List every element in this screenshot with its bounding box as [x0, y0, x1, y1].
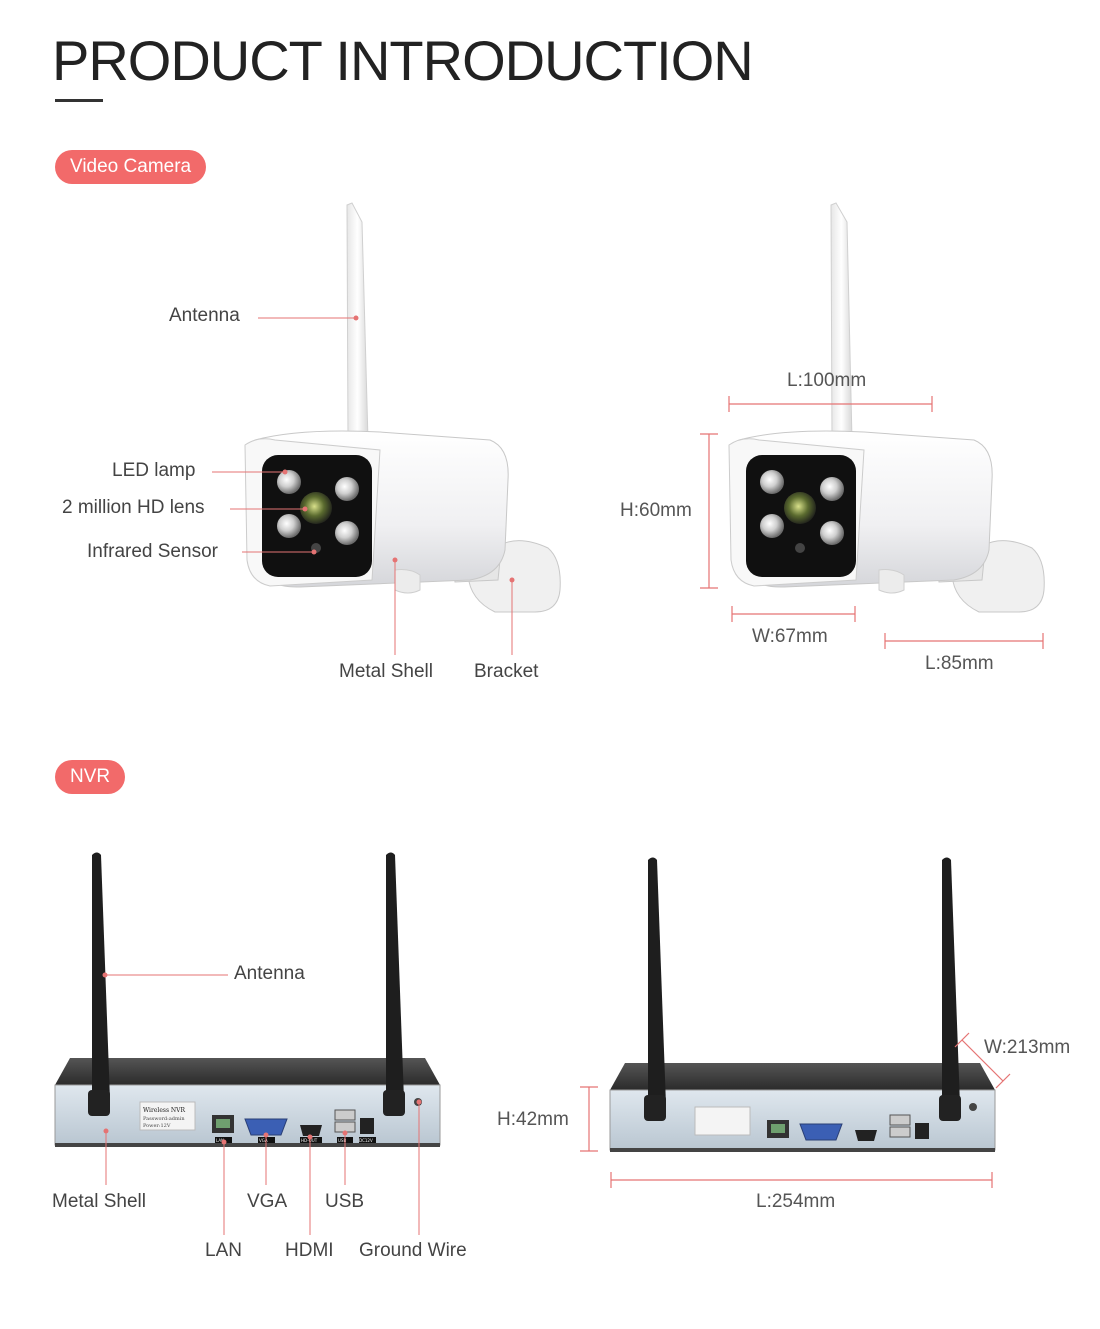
camera-left	[244, 202, 561, 613]
dc-port	[360, 1118, 374, 1134]
port-tag: LAN	[216, 1138, 224, 1143]
label-antenna: Antenna	[169, 305, 240, 326]
port-tag: DC12V	[359, 1138, 373, 1143]
label-metal-shell: Metal Shell	[339, 661, 433, 682]
label-bracket: Bracket	[474, 661, 539, 682]
nvr-dimension-width: W:213mm	[984, 1037, 1071, 1058]
nvr-sticker-line: Wireless NVR	[143, 1107, 186, 1114]
camera-dimension-lines	[700, 396, 1044, 649]
nvr-dimension-length: L:254mm	[756, 1191, 836, 1212]
nvr-label-antenna: Antenna	[234, 963, 305, 984]
hdmi-port	[300, 1125, 322, 1136]
nvr-dimension-height: H:42mm	[497, 1109, 569, 1130]
label-led-lamp: LED lamp	[112, 460, 196, 481]
camera-antenna	[346, 202, 369, 441]
nvr-callouts	[102, 972, 422, 1235]
title-underline	[55, 99, 103, 102]
nvr-sticker-line: Password:admin	[143, 1116, 185, 1122]
nvr-dimension-lines	[580, 1032, 1011, 1188]
port-tag: USB	[338, 1138, 346, 1143]
nvr-badge: NVR	[55, 760, 126, 794]
dimension-width: W:67mm	[752, 626, 828, 647]
dimension-length-bracket: L:85mm	[925, 653, 994, 674]
nvr-label-metal-shell: Metal Shell	[52, 1191, 146, 1212]
nvr-label-vga: VGA	[247, 1191, 288, 1212]
usb-port	[334, 1109, 356, 1121]
nvr-antenna-left	[92, 852, 110, 1100]
hd-lens-icon	[300, 492, 332, 524]
nvr-label-usb: USB	[325, 1191, 365, 1212]
nvr-label-lan: LAN	[205, 1240, 242, 1261]
nvr-antenna-right	[386, 852, 404, 1100]
port-tag: VGA	[259, 1138, 268, 1143]
vga-port	[244, 1118, 288, 1136]
port-tag: HD-OUT	[301, 1138, 318, 1143]
nvr-label-ground-wire: Ground Wire	[359, 1240, 467, 1261]
video-camera-badge: Video Camera	[55, 150, 207, 184]
label-infrared-sensor: Infrared Sensor	[87, 541, 218, 562]
dimension-height: H:60mm	[620, 500, 692, 521]
dimension-length-top: L:100mm	[787, 370, 867, 391]
nvr-sticker	[139, 1101, 196, 1131]
camera-callouts	[212, 315, 515, 655]
nvr-right	[609, 857, 996, 1152]
label-hd-lens: 2 million HD lens	[62, 497, 205, 518]
camera-right	[728, 202, 1045, 613]
nvr-sticker-line: Power:12V	[143, 1123, 171, 1129]
nvr-left: Wireless NVR Password:admin Power:12V LA…	[54, 852, 441, 1147]
page-title: PRODUCT INTRODUCTION	[52, 29, 754, 92]
nvr-label-hdmi: HDMI	[285, 1240, 334, 1261]
led-lamp-icon	[277, 470, 301, 494]
